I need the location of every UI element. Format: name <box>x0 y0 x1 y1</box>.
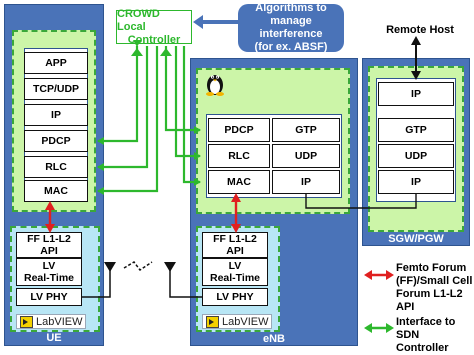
enb-layer-mac: MAC <box>208 170 270 194</box>
ue-ff-api-line2: API <box>40 245 58 257</box>
crowd-controller-line2: Controller <box>127 33 181 46</box>
enb-labview-badge: LabVIEW <box>202 314 273 329</box>
ue-lv-phy-layer: LV PHY <box>16 288 82 306</box>
legend-ff-line1: Femto Forum <box>396 262 467 274</box>
enb-lv-line1: LV <box>228 260 242 272</box>
enb-layer-udp: UDP <box>272 144 340 168</box>
algorithms-line3: (for ex. ABSF) <box>254 41 328 53</box>
sgw-layer-udp: UDP <box>378 144 454 168</box>
enb-label: eNB <box>262 333 285 345</box>
legend-sdn-line2: SDN Controller <box>396 329 449 354</box>
legend-sdn-line1: Interface to <box>396 316 456 328</box>
legend-green-arrow <box>364 323 394 333</box>
crowd-local-controller: CROWD Local Controller <box>116 7 192 46</box>
ue-layer-tcp-udp: TCP/UDP <box>24 78 88 100</box>
labview-logo-icon <box>20 315 33 328</box>
enb-layer-ip: IP <box>272 170 340 194</box>
ue-layer-app: APP <box>24 52 88 74</box>
crowd-controller-line1: CROWD Local <box>117 7 160 33</box>
labview-logo-icon <box>206 315 219 328</box>
legend-ff-line3: Forum L1-L2 API <box>396 288 463 313</box>
enb-ff-api-line1: FF L1-L2 <box>213 233 257 245</box>
enb-lv-line2: Real-Time <box>210 272 260 284</box>
algorithms-callout: Algorithms to manage interference (for e… <box>238 2 344 53</box>
ue-labview-badge: LabVIEW <box>16 314 87 329</box>
ue-lv-line1: LV <box>42 260 56 272</box>
wireless-link-icon <box>123 261 153 272</box>
legend-ff-api-text: Femto Forum (FF)/Small Cell Forum L1-L2 … <box>396 262 474 314</box>
enb-ff-api-line2: API <box>226 245 244 257</box>
algorithms-line2: interference <box>259 28 323 40</box>
sgw-layer-gtp: GTP <box>378 118 454 142</box>
enb-layer-pdcp: PDCP <box>208 118 270 142</box>
ue-layer-mac: MAC <box>24 180 88 202</box>
ue-layer-pdcp: PDCP <box>24 130 88 152</box>
enb-ff-api-layer: FF L1-L2 API <box>202 232 268 258</box>
ue-layer-ip: IP <box>24 104 88 126</box>
algorithms-line1: Algorithms to manage <box>255 2 327 27</box>
ue-ff-api-layer: FF L1-L2 API <box>16 232 82 258</box>
remote-host-label: Remote Host <box>386 24 454 36</box>
enb-lv-phy-layer: LV PHY <box>202 288 268 306</box>
tux-penguin-icon <box>204 70 226 96</box>
ue-layer-rlc: RLC <box>24 156 88 178</box>
enb-lv-realtime-layer: LV Real-Time <box>202 258 268 286</box>
legend-red-arrow <box>364 270 394 280</box>
sdn-interface-lines <box>97 40 201 195</box>
enb-labview-text: LabVIEW <box>222 315 269 328</box>
sgw-layer-ip-bottom: IP <box>378 170 454 194</box>
ue-label: UE <box>46 332 62 344</box>
algorithms-to-controller-arrow <box>193 15 238 29</box>
ue-lv-line2: Real-Time <box>24 272 74 284</box>
enb-layer-gtp: GTP <box>272 118 340 142</box>
legend-ff-line2: (FF)/Small Cell <box>396 275 473 287</box>
ue-labview-text: LabVIEW <box>36 315 83 328</box>
sgw-pgw-label: SGW/PGW <box>388 233 444 245</box>
enb-layer-rlc: RLC <box>208 144 270 168</box>
ue-lv-realtime-layer: LV Real-Time <box>16 258 82 286</box>
ue-ff-api-line1: FF L1-L2 <box>27 233 71 245</box>
sgw-layer-ip-top: IP <box>378 82 454 106</box>
legend-sdn-text: Interface to SDN Controller <box>396 316 474 355</box>
